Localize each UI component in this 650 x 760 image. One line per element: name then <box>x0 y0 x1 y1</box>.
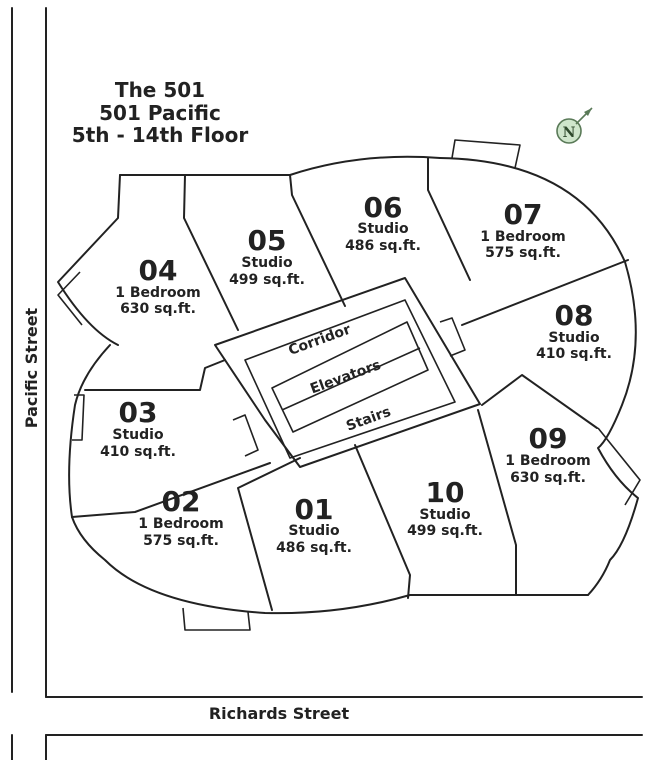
plan-title: The 501 501 Pacific 5th - 14th Floor <box>72 78 249 147</box>
unit-number: 09 <box>529 422 568 455</box>
street-label-left: Pacific Street <box>22 307 41 428</box>
unit-08: 08 Studio 410 sq.ft. <box>536 299 612 362</box>
core-block <box>214 277 481 468</box>
unit-number: 03 <box>119 396 158 429</box>
unit-type: Studio <box>548 330 600 346</box>
street-label-bottom: Richards Street <box>209 704 350 723</box>
compass: N <box>556 107 593 144</box>
unit-number: 04 <box>139 254 178 287</box>
unit-area: 499 sq.ft. <box>407 523 483 539</box>
unit-06: 06 Studio 486 sq.ft. <box>345 191 421 254</box>
unit-04: 04 1 Bedroom 630 sq.ft. <box>115 254 201 317</box>
unit-type: 1 Bedroom <box>480 229 566 245</box>
elevators-label: Elevators <box>308 357 383 397</box>
unit-area: 630 sq.ft. <box>510 470 586 486</box>
unit-number: 01 <box>295 493 334 526</box>
unit-area: 410 sq.ft. <box>100 444 176 460</box>
title-address: 501 Pacific <box>99 101 221 125</box>
unit-area: 499 sq.ft. <box>229 272 305 288</box>
unit-number: 05 <box>248 224 287 257</box>
unit-type: Studio <box>288 523 340 539</box>
unit-03: 03 Studio 410 sq.ft. <box>100 396 176 460</box>
unit-area: 575 sq.ft. <box>143 533 219 549</box>
unit-walls <box>71 157 629 611</box>
unit-07: 07 1 Bedroom 575 sq.ft. <box>480 198 566 261</box>
unit-10: 10 Studio 499 sq.ft. <box>407 476 483 539</box>
unit-type: Studio <box>241 255 293 271</box>
unit-type: 1 Bedroom <box>138 516 224 532</box>
unit-type: Studio <box>112 427 164 443</box>
unit-type: Studio <box>419 507 471 523</box>
unit-01: 01 Studio 486 sq.ft. <box>276 493 352 556</box>
building-outline <box>57 139 641 631</box>
unit-number: 07 <box>504 198 543 231</box>
compass-label: N <box>563 125 576 141</box>
unit-number: 08 <box>555 299 594 332</box>
title-building: The 501 <box>115 78 205 102</box>
street-lines <box>11 7 643 760</box>
unit-number: 10 <box>426 476 465 509</box>
unit-area: 630 sq.ft. <box>120 301 196 317</box>
unit-area: 486 sq.ft. <box>345 238 421 254</box>
unit-number: 02 <box>162 485 201 518</box>
unit-area: 486 sq.ft. <box>276 540 352 556</box>
unit-05: 05 Studio 499 sq.ft. <box>229 224 305 288</box>
title-floors: 5th - 14th Floor <box>72 123 249 147</box>
unit-area: 575 sq.ft. <box>485 245 561 261</box>
unit-09: 09 1 Bedroom 630 sq.ft. <box>505 422 591 486</box>
unit-type: Studio <box>357 221 409 237</box>
stairs-label: Stairs <box>344 404 393 435</box>
unit-area: 410 sq.ft. <box>536 346 612 362</box>
unit-type: 1 Bedroom <box>115 285 201 301</box>
compass-icon <box>556 118 582 144</box>
unit-type: 1 Bedroom <box>505 453 591 469</box>
unit-02: 02 1 Bedroom 575 sq.ft. <box>138 485 224 549</box>
unit-number: 06 <box>364 191 403 224</box>
